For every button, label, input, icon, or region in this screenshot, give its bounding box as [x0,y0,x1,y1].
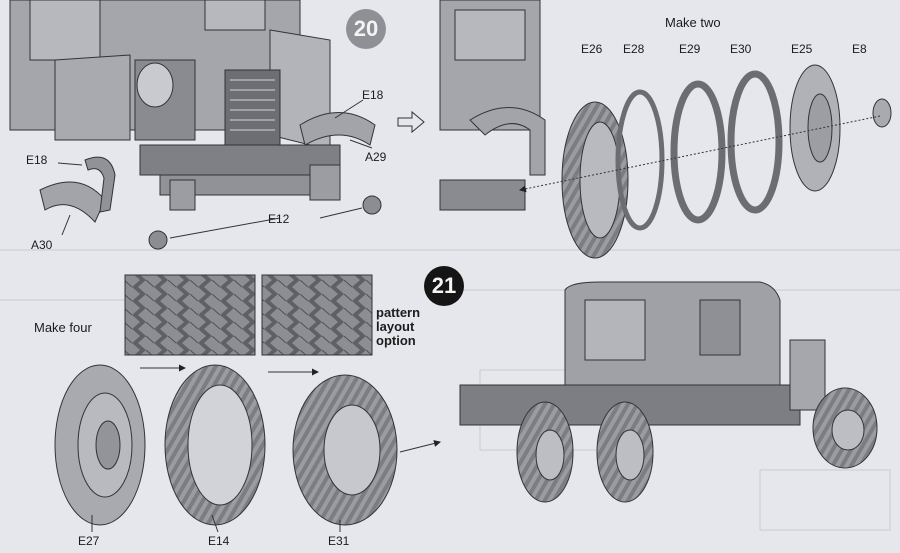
part-label-e28: E28 [623,42,645,56]
pattern-line-3: option [376,333,416,348]
part-label-e18-left: E18 [26,153,48,167]
part-label-e31: E31 [328,534,350,548]
part-e12-left [148,230,168,250]
pattern-layout-option-note: pattern layout option [376,306,420,348]
part-e12-right [362,195,382,215]
tread-pattern-b [261,274,373,356]
mirror-e18-left [84,156,116,213]
part-label-e12: E12 [268,212,290,226]
step20-wheel-assembly-drawing [439,0,892,259]
part-label-e29: E29 [679,42,701,56]
make-two-note: Make two [665,15,721,30]
step21-tractor-drawing [459,281,878,503]
step21-wheel-parts-drawing [54,364,441,533]
part-label-e8: E8 [852,42,867,56]
part-label-a30: A30 [31,238,53,252]
part-label-e27: E27 [78,534,100,548]
fender-a30 [39,181,106,223]
make-four-note: Make four [34,320,92,335]
fender-a29 [299,112,376,146]
part-label-e18-right: E18 [362,88,384,102]
pattern-line-1: pattern [376,305,421,320]
pattern-line-2: layout [376,319,415,334]
next-arrow-icon [397,110,425,134]
step-21-badge: 21 [424,266,464,306]
step-20-badge: 20 [346,9,386,49]
part-label-e25: E25 [791,42,813,56]
part-label-e26: E26 [581,42,603,56]
step20-truck-front-drawing [9,0,341,211]
part-label-e30: E30 [730,42,752,56]
tread-pattern-a [124,274,256,356]
part-label-e14: E14 [208,534,230,548]
part-label-a29: A29 [365,150,387,164]
